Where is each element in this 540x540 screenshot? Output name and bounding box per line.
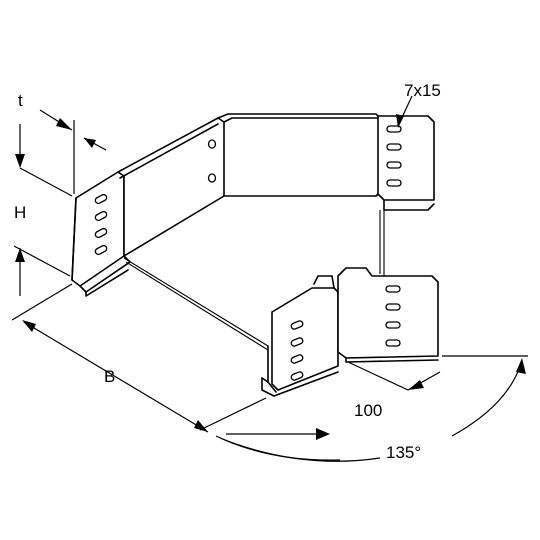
label-slot-size: 7x15 xyxy=(404,81,441,100)
slots-right-plate xyxy=(290,320,304,381)
back-connector-plate xyxy=(375,115,435,211)
dimension-100 xyxy=(347,361,441,391)
right-connector-plate xyxy=(337,267,439,363)
dimension-h xyxy=(13,245,71,296)
label-angle: 135° xyxy=(386,443,421,462)
tray-floor xyxy=(123,210,385,351)
wall-holes xyxy=(207,139,217,183)
dimension-slot-leader xyxy=(396,95,413,128)
label-length: 100 xyxy=(354,401,382,420)
slots-right-connector xyxy=(385,285,401,347)
slots-left-plate xyxy=(94,193,108,256)
label-t: t xyxy=(18,91,23,110)
dimension-b xyxy=(11,283,267,433)
dimension-t xyxy=(15,109,107,197)
inner-side-wall xyxy=(117,113,381,257)
slots-back-plate xyxy=(386,125,402,187)
label-b: B xyxy=(104,367,115,386)
label-h: H xyxy=(14,203,26,222)
dimension-135 xyxy=(215,355,528,462)
